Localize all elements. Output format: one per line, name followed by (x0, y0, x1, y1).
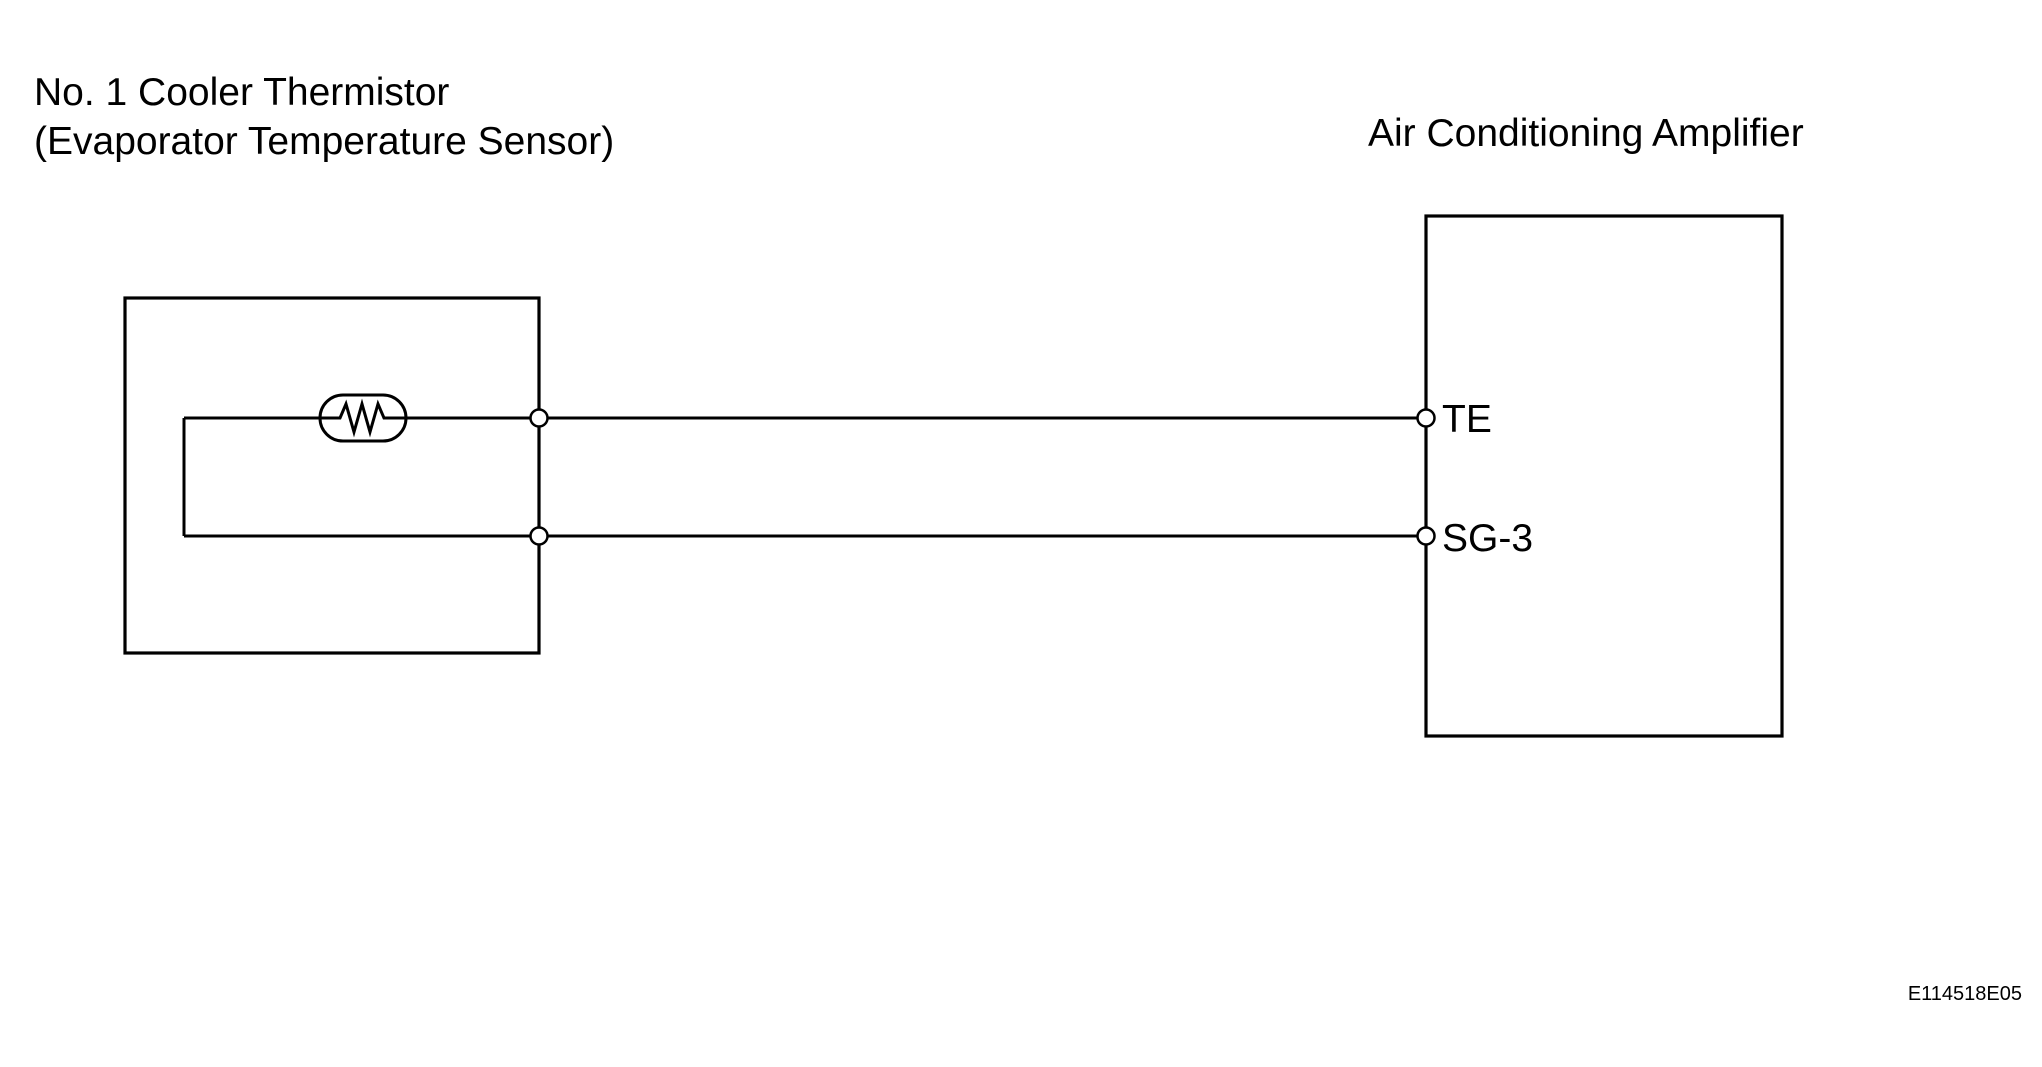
sensor-title-line2: (Evaporator Temperature Sensor) (34, 120, 614, 163)
sensor-terminal-1 (529, 408, 549, 428)
sensor-internal-wiring (182, 416, 539, 538)
thermistor-symbol (318, 393, 408, 443)
amplifier-terminal-te (1416, 408, 1436, 428)
sensor-title-line1: No. 1 Cooler Thermistor (34, 71, 449, 114)
figure-code: E114518E05 (1908, 983, 2022, 1005)
amplifier-terminal-sg3 (1416, 526, 1436, 546)
terminal-label-sg3: SG-3 (1442, 517, 1533, 560)
amplifier-box (1424, 214, 1784, 738)
sensor-terminal-2 (529, 526, 549, 546)
terminal-label-te: TE (1442, 398, 1492, 441)
sensor-box (123, 296, 541, 655)
amplifier-title: Air Conditioning Amplifier (1368, 112, 1804, 155)
